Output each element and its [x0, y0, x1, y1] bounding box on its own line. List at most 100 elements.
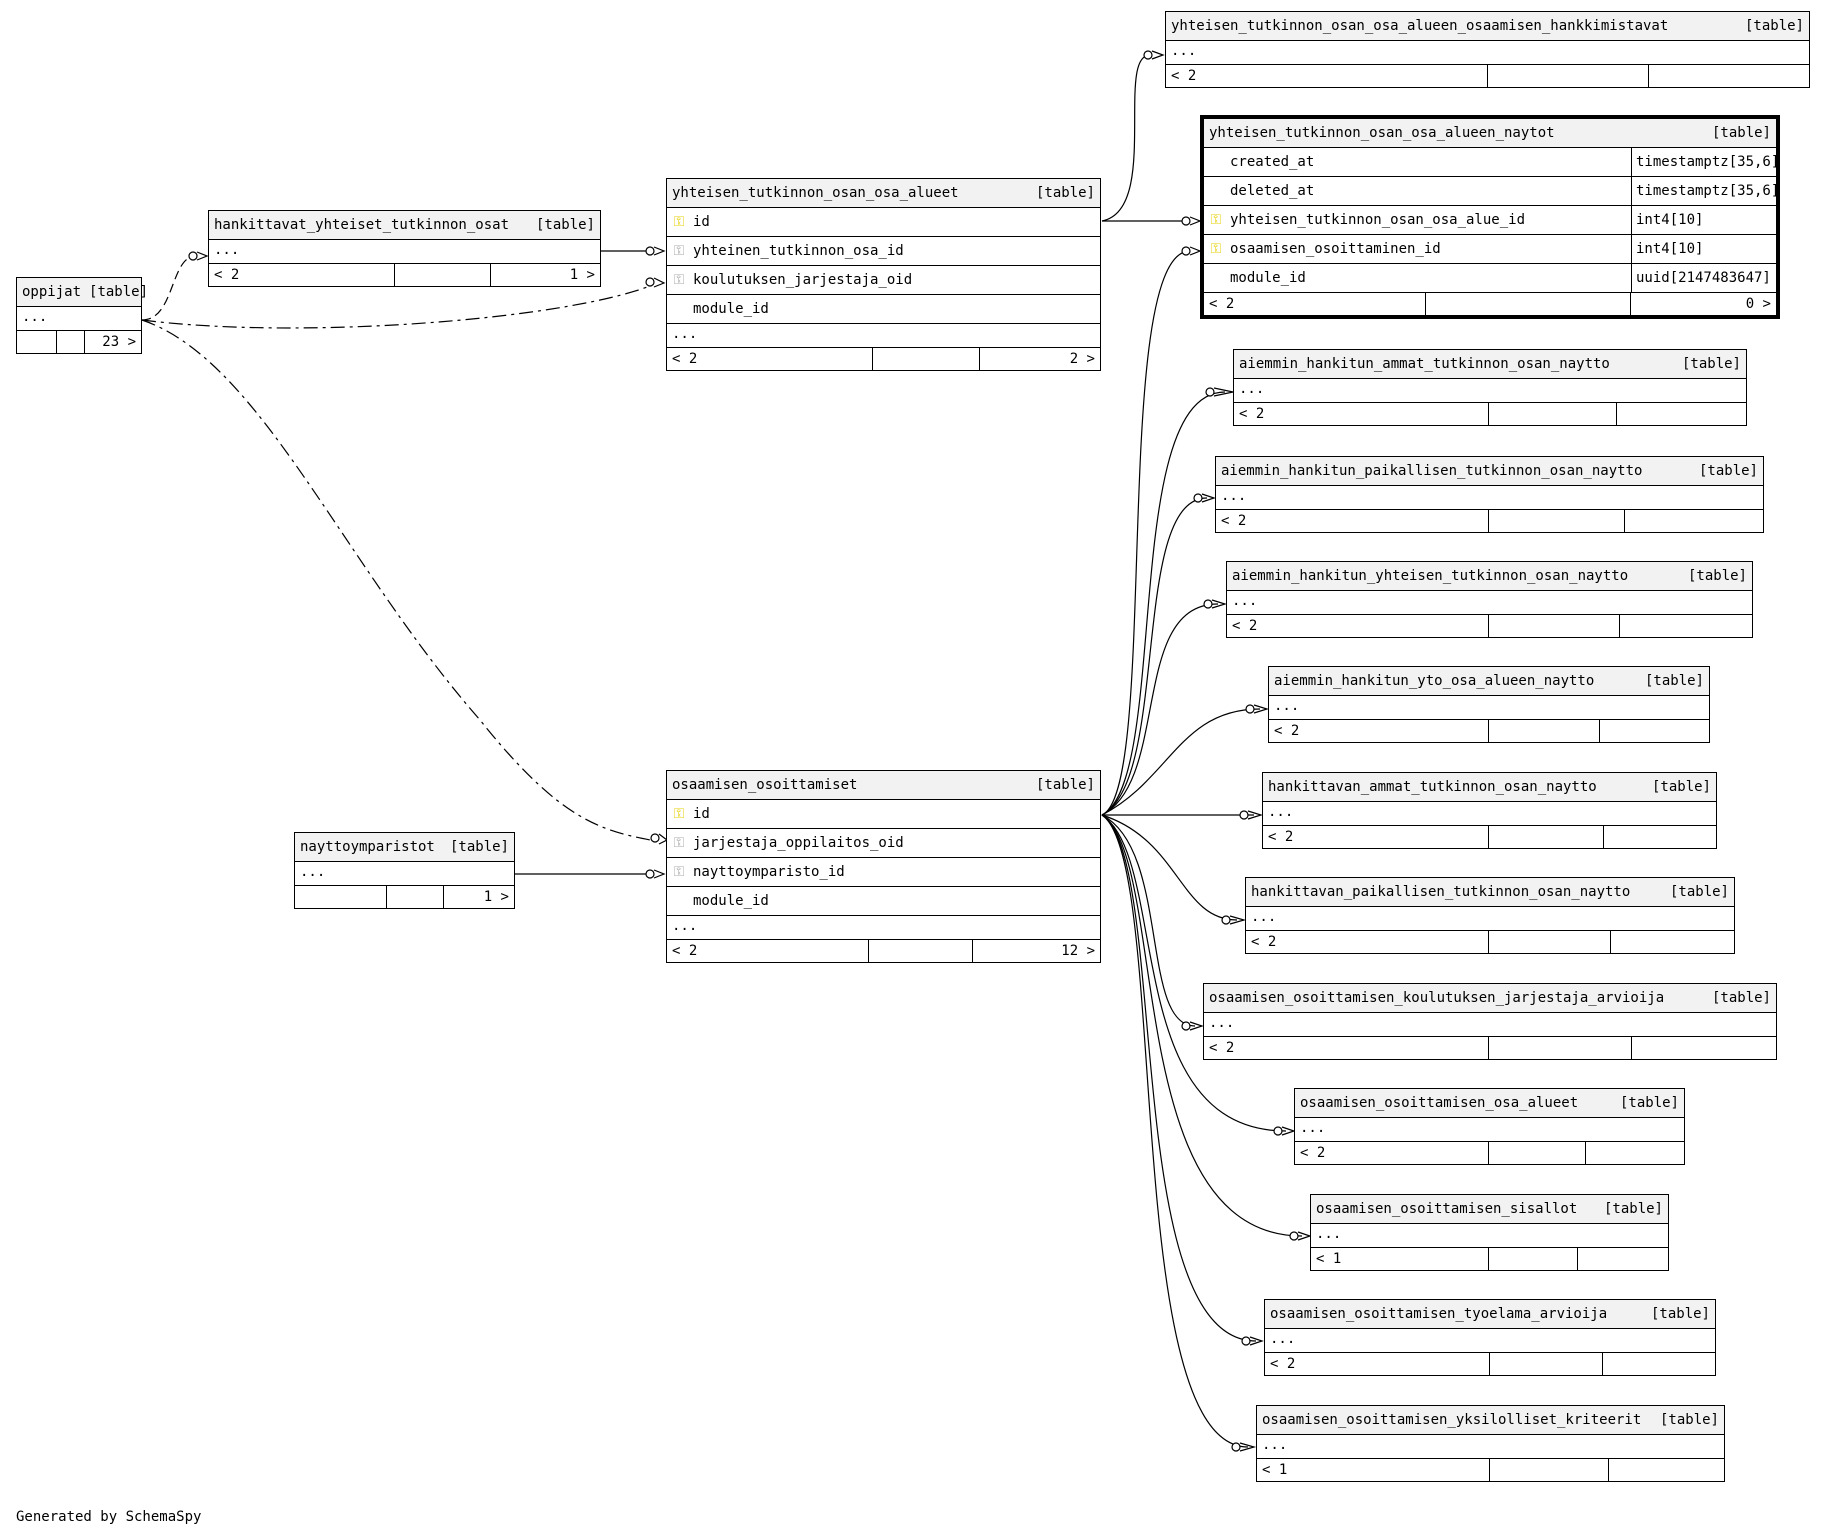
table-osaamisen-osoittamisen-yksilolliset-kriteerit[interactable]: osaamisen_osoittamisen_yksilolliset_krit… — [1256, 1405, 1725, 1482]
edge-osoittamiset-r2 — [1101, 497, 1208, 816]
table-osa-alueen-naytot[interactable]: yhteisen_tutkinnon_osan_osa_alueen_nayto… — [1200, 115, 1780, 319]
footer-spacer — [1617, 403, 1746, 425]
parents-count: < 2 — [1216, 510, 1489, 532]
table-name: osaamisen_osoittamisen_koulutuksen_jarje… — [1209, 990, 1665, 1006]
table-tag: [table] — [1669, 884, 1729, 900]
table-aiemmin-hankitun-ammat-tutkinnon-osan-naytto[interactable]: aiemmin_hankitun_ammat_tutkinnon_osan_na… — [1233, 349, 1747, 426]
column-type: uuid[2147483647] — [1631, 264, 1776, 292]
column-row: ⚿id — [667, 800, 1100, 829]
table-header: osaamisen_osoittamisen_koulutuksen_jarje… — [1204, 984, 1776, 1013]
table-osaamisen-osoittamisen-osa-alueet[interactable]: osaamisen_osoittamisen_osa_alueet[table]… — [1294, 1088, 1685, 1165]
table-footer: < 2 — [1269, 720, 1709, 742]
footer-spacer — [1578, 1248, 1668, 1270]
table-name: hankittavan_paikallisen_tutkinnon_osan_n… — [1251, 884, 1631, 900]
footer-spacer — [1632, 1037, 1776, 1059]
table-header: oppijat[table] — [17, 278, 148, 307]
more-columns: ... — [1269, 696, 1709, 720]
edge-osoittamiset-r3 — [1101, 603, 1219, 816]
table-tag: [table] — [1035, 777, 1095, 793]
generator-credit: Generated by SchemaSpy — [16, 1509, 202, 1525]
edge-osoittamiset-r7 — [1101, 814, 1196, 1027]
table-koulutuksen-jarjestaja-arvioija[interactable]: osaamisen_osoittamisen_koulutuksen_jarje… — [1203, 983, 1777, 1060]
footer-spacer — [1489, 615, 1620, 637]
table-name: osaamisen_osoittamisen_tyoelama_arvioija — [1270, 1306, 1608, 1322]
table-name: hankittavat_yhteiset_tutkinnon_osat — [214, 217, 510, 233]
table-aiemmin-hankitun-yto-osa-alueen-naytto[interactable]: aiemmin_hankitun_yto_osa_alueen_naytto[t… — [1268, 666, 1710, 743]
column-type: int4[10] — [1631, 206, 1776, 234]
table-tag: [table] — [1711, 990, 1771, 1006]
children-count: 1 > — [483, 889, 509, 905]
table-osaamisen-osoittamiset[interactable]: osaamisen_osoittamiset[table] ⚿id ⚿jarje… — [666, 770, 1101, 963]
footer-spacer — [395, 264, 491, 286]
table-yhteisen-tutkinnon-osan-osa-alueet[interactable]: yhteisen_tutkinnon_osan_osa_alueet [table… — [666, 178, 1101, 371]
table-footer: < 2 — [1216, 510, 1763, 532]
table-header: aiemmin_hankitun_paikallisen_tutkinnon_o… — [1216, 457, 1763, 486]
column-name: id — [693, 806, 710, 822]
table-header: yhteisen_tutkinnon_osan_osa_alueen_osaam… — [1166, 12, 1809, 41]
edge-osoittamiset-r1 — [1101, 391, 1226, 816]
column-name: module_id — [693, 301, 769, 317]
column-row: module_id — [667, 295, 1100, 324]
table-tag: [table] — [1687, 568, 1747, 584]
footer-spacer — [1600, 720, 1709, 742]
table-hankittavan-paikallisen-tutkinnon-osan-naytto[interactable]: hankittavan_paikallisen_tutkinnon_osan_n… — [1245, 877, 1735, 954]
table-hankittavan-ammat-tutkinnon-osan-naytto[interactable]: hankittavan_ammat_tutkinnon_osan_naytto[… — [1262, 772, 1717, 849]
footer-spacer — [1609, 1459, 1724, 1481]
table-header: osaamisen_osoittamisen_tyoelama_arvioija… — [1265, 1300, 1715, 1329]
table-osaamisen-osoittamisen-tyoelama-arvioija[interactable]: osaamisen_osoittamisen_tyoelama_arvioija… — [1264, 1299, 1716, 1376]
footer-spacer — [1488, 65, 1649, 87]
footer-spacer — [1489, 826, 1604, 848]
table-header: nayttoymparistot[table] — [295, 833, 514, 862]
children-count: 1 > — [569, 267, 595, 283]
footer-spacer — [1603, 1353, 1715, 1375]
footer-spacer — [1490, 1353, 1603, 1375]
column-row: module_id — [667, 887, 1100, 916]
column-row: ⚿yhteinen_tutkinnon_osa_id — [667, 237, 1100, 266]
table-nayttoymparistot[interactable]: nayttoymparistot[table] ... 1 > — [294, 832, 515, 909]
parents-count: < 2 — [1269, 720, 1489, 742]
table-tag: [table] — [1035, 185, 1095, 201]
footer-spacer — [1604, 826, 1716, 848]
column-name: created_at — [1230, 154, 1315, 170]
footer-spacer — [1489, 510, 1625, 532]
children-count: 0 > — [1745, 296, 1771, 312]
column-row: ⚿nayttoymparisto_id — [667, 858, 1100, 887]
column-type: timestamptz[35,6] — [1631, 148, 1779, 176]
footer-spacer — [1489, 1037, 1632, 1059]
more-columns: ... — [1204, 1013, 1776, 1037]
footer-spacer — [57, 331, 85, 353]
table-hankittavat-yhteiset-tutkinnon-osat[interactable]: hankittavat_yhteiset_tutkinnon_osat[tabl… — [208, 210, 601, 287]
foreign-key-icon: ⚿ — [673, 864, 685, 880]
table-osaamisen-osoittamisen-sisallot[interactable]: osaamisen_osoittamisen_sisallot[table] .… — [1310, 1194, 1669, 1271]
table-name: yhteisen_tutkinnon_osan_osa_alueet — [672, 185, 959, 201]
more-columns: ... — [1257, 1435, 1724, 1459]
table-osaamisen-hankkimistavat[interactable]: yhteisen_tutkinnon_osan_osa_alueen_osaam… — [1165, 11, 1810, 88]
table-oppijat[interactable]: oppijat[table] ... 23 > — [16, 277, 148, 354]
table-aiemmin-hankitun-yhteisen-tutkinnon-osan-naytto[interactable]: aiemmin_hankitun_yhteisen_tutkinnon_osan… — [1226, 561, 1753, 638]
table-name: yhteisen_tutkinnon_osan_osa_alueen_nayto… — [1209, 125, 1555, 141]
table-name: aiemmin_hankitun_paikallisen_tutkinnon_o… — [1221, 463, 1643, 479]
foreign-key-icon: ⚿ — [673, 835, 685, 851]
parents-count: < 2 — [209, 264, 395, 286]
table-footer: < 1 — [1311, 1248, 1668, 1270]
table-aiemmin-hankitun-paikallisen-tutkinnon-osan-naytto[interactable]: aiemmin_hankitun_paikallisen_tutkinnon_o… — [1215, 456, 1764, 533]
table-tag: [table] — [1650, 1306, 1710, 1322]
table-header: hankittavat_yhteiset_tutkinnon_osat[tabl… — [209, 211, 600, 240]
footer-spacer — [1586, 1142, 1684, 1164]
footer-spacer — [1620, 615, 1752, 637]
parents-count: < 2 — [1234, 403, 1489, 425]
parents-count: < 1 — [1257, 1459, 1490, 1481]
column-name: jarjestaja_oppilaitos_oid — [693, 835, 904, 851]
table-footer: 1 > — [295, 886, 514, 908]
table-header: osaamisen_osoittamisen_yksilolliset_krit… — [1257, 1406, 1724, 1435]
parents-count: < 2 — [1263, 826, 1489, 848]
table-name: osaamisen_osoittamisen_yksilolliset_krit… — [1262, 1412, 1642, 1428]
table-header: osaamisen_osoittamisen_sisallot[table] — [1311, 1195, 1668, 1224]
edge-alueet-hankkimistavat — [1101, 54, 1151, 222]
table-header: aiemmin_hankitun_yhteisen_tutkinnon_osan… — [1227, 562, 1752, 591]
table-footer: < 1 — [1257, 1459, 1724, 1481]
table-header: osaamisen_osoittamisen_osa_alueet[table] — [1295, 1089, 1684, 1118]
